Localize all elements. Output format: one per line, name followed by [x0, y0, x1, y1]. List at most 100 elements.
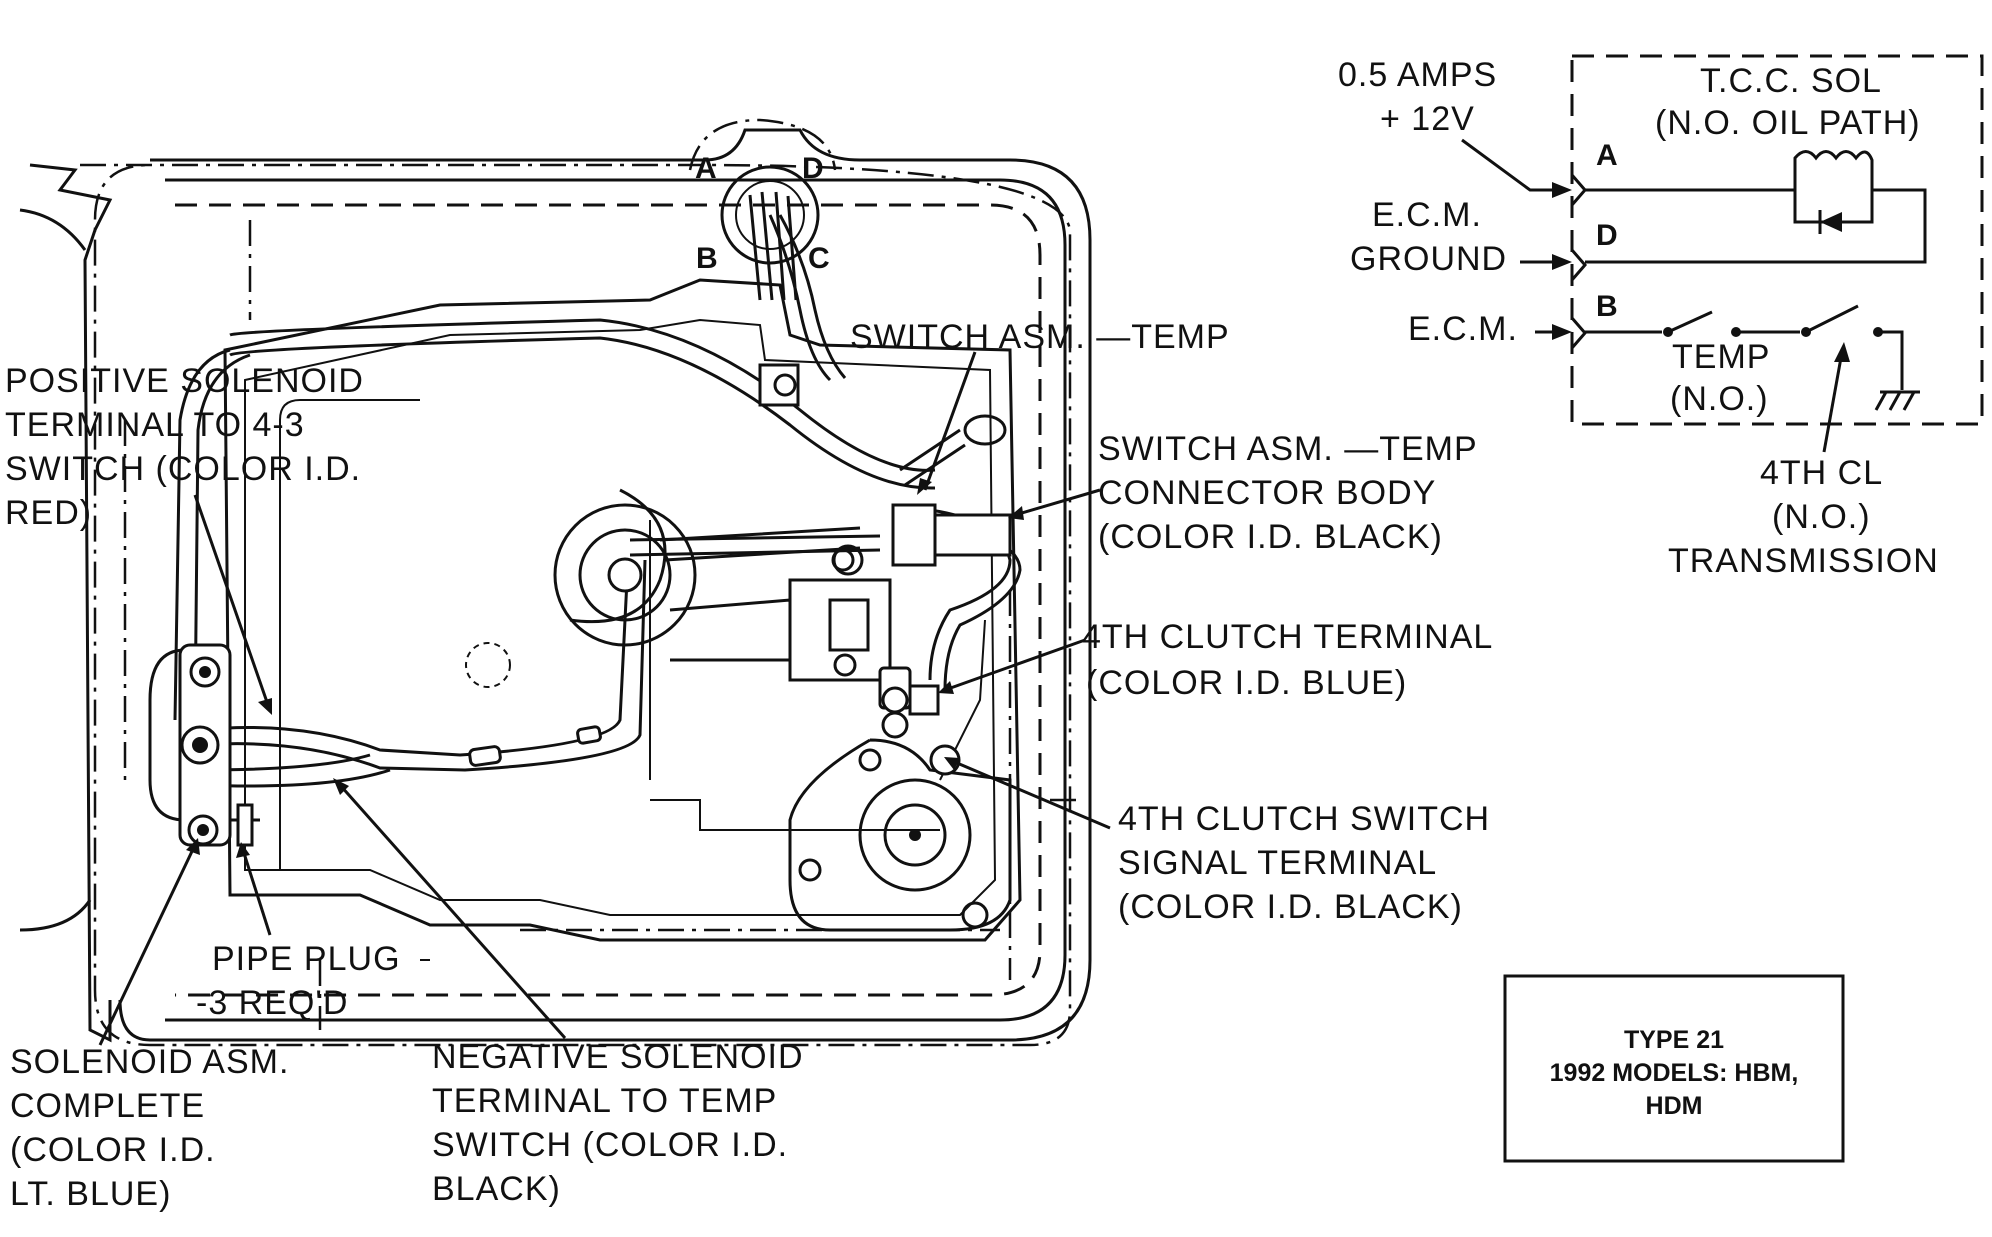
clutch-terminal-connector: [908, 684, 940, 716]
clutch-housing-bolt-1: [798, 858, 822, 882]
clutch-terminal-lower-post: [881, 711, 909, 739]
components: [148, 363, 1012, 932]
temp-clip-bolt: [773, 373, 797, 397]
schematic-solenoid-coil: [1793, 150, 1874, 190]
label-pipe-plug-2: -3 REQ'D: [196, 984, 348, 1022]
schematic-title-1: T.C.C. SOL: [1700, 62, 1882, 100]
model-type-line3: HDM: [1646, 1092, 1703, 1120]
label-connector-3: (COLOR I.D. BLACK): [1098, 518, 1443, 556]
schematic-wire-d: [1585, 188, 1927, 264]
leader-negative-terminal: [338, 784, 567, 1039]
accumulator-mid: [578, 528, 672, 622]
schematic-ecm-ground-2: GROUND: [1350, 240, 1507, 278]
schematic-input-ground-arrow: [1552, 254, 1572, 270]
leader-solenoid: [98, 844, 197, 1046]
connector-dashed-outline: [688, 118, 837, 171]
accumulator-housing: [569, 488, 667, 624]
temp-wire-clip: [758, 363, 800, 407]
schematic-amps: 0.5 AMPS: [1338, 56, 1497, 94]
leader-pipe-plug: [241, 849, 272, 936]
schematic-temp-2: (N.O.): [1670, 380, 1769, 418]
leader-connector-arrow: [1008, 506, 1024, 520]
schematic-temp-switch-blade: [1667, 310, 1713, 334]
wire-clip-1: [468, 745, 502, 767]
model-type-line1: TYPE 21: [1624, 1026, 1724, 1054]
connector-label-b: B: [696, 242, 718, 275]
schematic-terminal-b: B: [1596, 290, 1618, 323]
case-flange-outline: [80, 163, 1072, 1047]
schematic-title-2: (N.O. OIL PATH): [1655, 104, 1921, 142]
label-positive-4: RED): [5, 494, 92, 532]
solenoid-bolt-top-core: [199, 666, 211, 678]
label-connector-2: CONNECTOR BODY: [1098, 474, 1436, 512]
temp-tube-end: [963, 414, 1007, 446]
label-solenoid-4: LT. BLUE): [10, 1175, 171, 1213]
model-type-box: TYPE 21 1992 MODELS: HBM, HDM: [1503, 974, 1845, 1163]
clutch-housing-bolt-2: [961, 901, 989, 929]
solenoid-body-outline: [148, 648, 260, 822]
solenoid-bolt-bottom-core: [197, 824, 209, 836]
harness-connector: A D B C: [688, 118, 837, 301]
clutch-switch-inner: [883, 803, 947, 867]
schematic-4th-1: 4TH CL: [1760, 454, 1883, 492]
label-positive-1: POSITIVE SOLENOID: [5, 362, 364, 400]
connector-label-a: A: [695, 152, 717, 185]
mid-bolt-1-ring: [832, 544, 864, 576]
schematic-volts: + 12V: [1380, 100, 1475, 138]
mid-valve-switch: [828, 598, 870, 652]
connector-label-c: C: [808, 242, 830, 275]
schematic-ground-symbol: [1874, 390, 1920, 411]
schematic-terminal-a: A: [1596, 139, 1618, 172]
temp-switch-connector: [933, 513, 1012, 557]
accumulator-bolt: [607, 557, 643, 593]
valve-body-inner: [244, 318, 997, 916]
leader-solenoid-arrow: [186, 838, 200, 855]
schematic-4th-2: (N.O.): [1772, 498, 1871, 536]
leader-clutch-switch-arrow: [944, 757, 960, 770]
schematic-terminal-d-notch: [1570, 249, 1587, 281]
leader-pipe-plug-arrow: [236, 842, 250, 858]
leader-positive-arrow: [258, 698, 272, 715]
callout-labels: SWITCH ASM. —TEMP POSITIVE SOLENOID TERM…: [5, 318, 1493, 1213]
wire-clip-2: [576, 725, 602, 745]
valve-tube-mid: [669, 598, 792, 662]
label-clutch-switch-3: (COLOR I.D. BLACK): [1118, 888, 1463, 926]
schematic-ecm: E.C.M.: [1408, 310, 1518, 348]
clutch-terminal-upper-post: [881, 686, 909, 714]
pan-outer-edge: [118, 128, 1092, 1042]
label-solenoid-3: (COLOR I.D.: [10, 1131, 216, 1169]
label-positive-3: SWITCH (COLOR I.D.: [5, 450, 361, 488]
label-negative-1: NEGATIVE SOLENOID: [432, 1038, 804, 1076]
case-left-curve-low: [19, 899, 92, 932]
temp-tube-link: [899, 428, 966, 487]
transmission-case: [19, 128, 1092, 1047]
leader-clutch-terminal: [944, 638, 1086, 692]
solenoid-bolt-mid-core: [192, 737, 208, 753]
label-connector-1: SWITCH ASM. —TEMP: [1098, 430, 1478, 468]
schematic-temp-1: TEMP: [1672, 338, 1770, 376]
label-solenoid-1: SOLENOID ASM.: [10, 1043, 289, 1081]
clutch-switch-outer: [858, 778, 972, 892]
leader-switch-temp-arrow: [917, 478, 932, 495]
leader-clutch-terminal-arrow: [938, 681, 954, 694]
pan-dashed-inner: [175, 203, 1042, 997]
schematic-terminal-a-notch: [1570, 174, 1587, 206]
schematic-input-12v-arrow: [1552, 182, 1572, 198]
pan-inner-edge: [165, 178, 1067, 1022]
leader-positive-terminal: [193, 494, 270, 706]
accumulator-rod: [659, 526, 861, 562]
label-negative-2: TERMINAL TO TEMP: [432, 1082, 777, 1120]
label-clutch-terminal-1: 4TH CLUTCH TERMINAL: [1082, 618, 1493, 656]
harness-left-2: [193, 353, 251, 721]
valve-body-plate: [223, 278, 1022, 942]
mid-bolt-2: [833, 653, 857, 677]
schematic-wire-ground: [1878, 330, 1904, 390]
label-clutch-terminal-2: (COLOR I.D. BLUE): [1086, 664, 1407, 702]
tcc-schematic: T.C.C. SOL (N.O. OIL PATH) 0.5 AMPS + 12…: [1338, 54, 1984, 580]
schematic-ecm-ground-1: E.C.M.: [1372, 196, 1482, 234]
schematic-4th-3: TRANSMISSION: [1668, 542, 1939, 580]
dashed-circle-plug: [465, 642, 511, 688]
harness-left-1: [173, 348, 231, 721]
harness-tube-top: [229, 318, 936, 472]
